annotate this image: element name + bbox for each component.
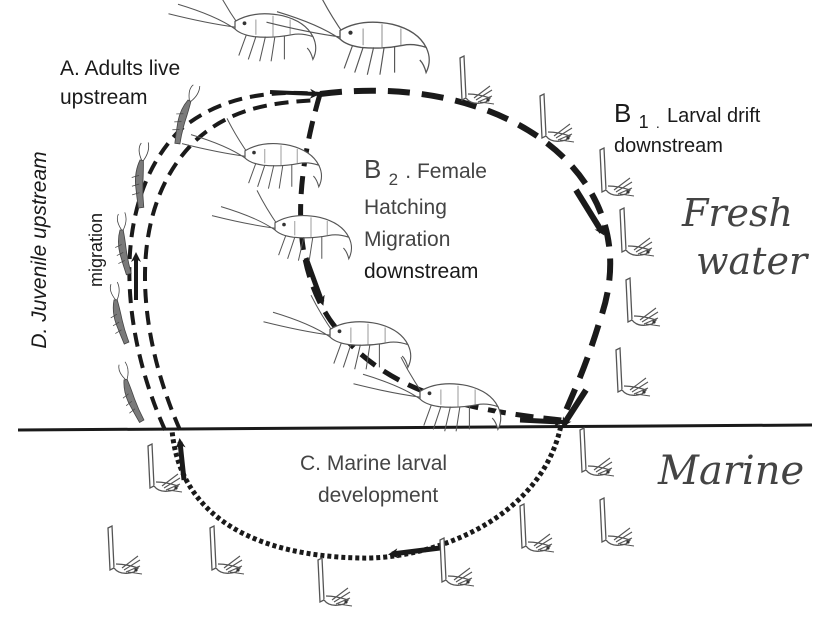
stage-b2-line4: downstream xyxy=(364,260,478,283)
shrimp-juvenile-icon xyxy=(116,360,145,424)
stage-a-label: A. Adults live upstream xyxy=(60,57,180,109)
stage-a-line2: upstream xyxy=(60,86,148,109)
stage-d-line2: migration xyxy=(86,213,106,287)
stage-d-label: D. Juvenile upstream migration xyxy=(28,151,106,348)
shrimp-larva-icon xyxy=(460,56,494,104)
juvenile-shrimp-icons xyxy=(108,82,206,425)
shrimp-larva-icon xyxy=(540,94,574,142)
shrimp-larva-icon xyxy=(440,538,474,586)
shrimp-adult-icon xyxy=(212,190,352,260)
stage-c-line1: C. Marine larval xyxy=(300,452,447,475)
stage-b1-line1: Larval drift xyxy=(667,105,761,127)
shrimp-adult-icon xyxy=(169,0,316,61)
shrimp-adult-icon xyxy=(354,357,501,431)
shrimp-larva-icon xyxy=(626,278,660,326)
shrimp-larva-icon xyxy=(616,348,650,396)
stage-a-line1: A. Adults live xyxy=(60,57,180,80)
stage-b2-line2: Hatching xyxy=(364,196,447,219)
shrimp-juvenile-icon xyxy=(115,212,131,274)
svg-text:B 2 . Female: B 2 . Female xyxy=(364,154,487,191)
shrimp-larva-icon xyxy=(620,208,654,256)
stage-c-label: C. Marine larval development xyxy=(300,452,447,507)
shrimp-larva-icon xyxy=(580,428,614,476)
d-arrow-top xyxy=(270,92,316,94)
shrimp-larva-icon xyxy=(520,504,554,552)
b2-arrow-end xyxy=(520,420,560,422)
svg-text:B 1 . Larva: B 1 . Larval drift xyxy=(614,98,761,134)
stage-b2-line3: Migration xyxy=(364,228,450,251)
marine-zone-label: Marine xyxy=(657,448,804,494)
stage-d-line1: D. Juvenile upstream xyxy=(28,151,51,348)
shrimp-juvenile-icon xyxy=(127,141,155,209)
shrimp-larva-icon xyxy=(210,526,244,574)
stage-b1-label: B 1 . Larval drift downstream xyxy=(614,98,761,157)
stage-b2-label: B 2 . Female Hatching Migration downstre… xyxy=(364,154,487,283)
shrimp-adult-icon xyxy=(264,295,411,369)
shrimp-adult-icon xyxy=(267,0,430,75)
stage-b2-prefix: B xyxy=(364,154,381,184)
stage-b1-line2: downstream xyxy=(614,135,723,157)
b2-female-migration-arc xyxy=(301,94,562,420)
shrimp-larva-icon xyxy=(600,498,634,546)
d-juvenile-migration-line-outer xyxy=(129,93,320,430)
stage-c-line2: development xyxy=(318,484,438,507)
shrimp-juvenile-icon xyxy=(108,281,129,345)
shrimp-larva-icon xyxy=(148,444,182,492)
shrimp-larva-icon xyxy=(318,558,352,606)
freshwater-zone-label: Fresh water xyxy=(681,191,810,283)
c-arrow-left xyxy=(180,442,184,480)
stage-b1-prefix: B xyxy=(614,98,631,128)
freshwater-marine-boundary xyxy=(18,425,812,430)
fresh-line2: water xyxy=(696,239,810,283)
c-arrow-bottom xyxy=(392,548,440,554)
stage-b1-dot: . xyxy=(656,115,660,131)
fresh-line1: Fresh xyxy=(681,191,793,235)
stage-b2-line1: . Female xyxy=(405,160,487,183)
adult-shrimp-icons xyxy=(169,0,501,431)
stage-b2-subscript: 2 xyxy=(389,170,398,189)
stage-b1-subscript: 1 xyxy=(639,112,649,132)
shrimp-larva-icon xyxy=(108,526,142,574)
